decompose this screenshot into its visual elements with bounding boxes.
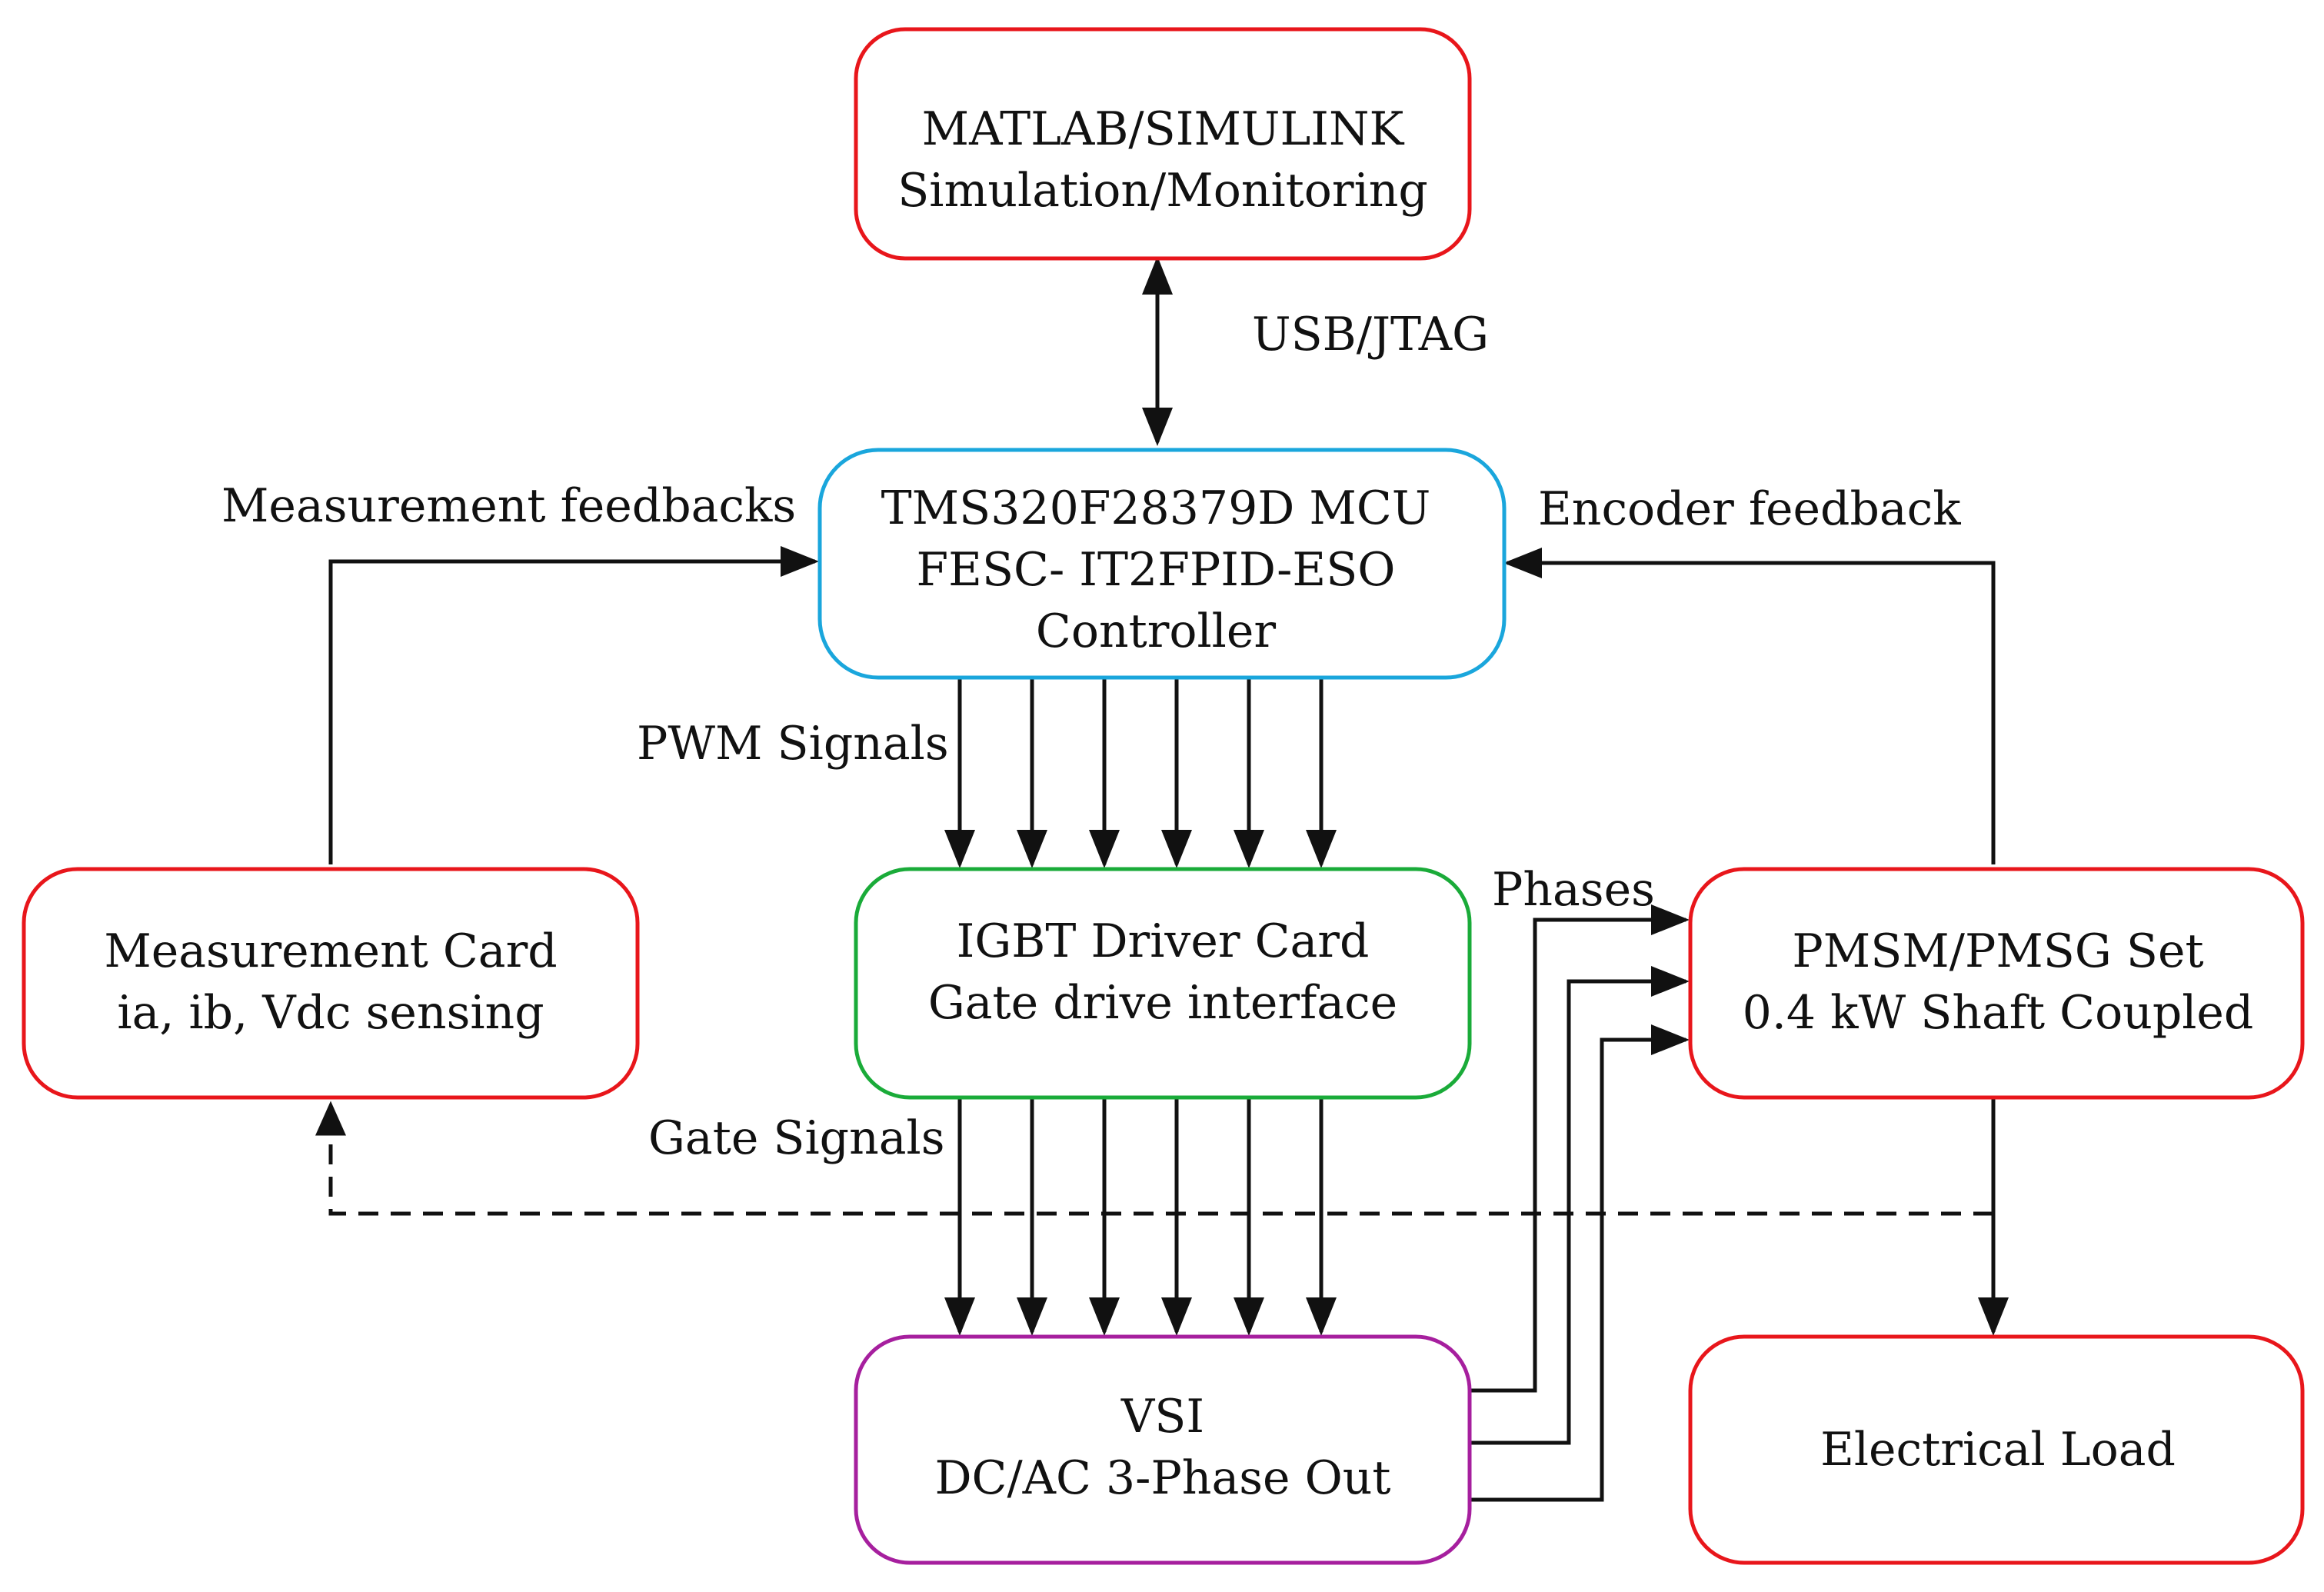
- encoder-feedback-link: [1503, 548, 1996, 864]
- load-line-1: Electrical Load: [1820, 1423, 2176, 1477]
- vsi-line-2: DC/AC 3-Phase Out: [934, 1451, 1390, 1505]
- pmsm-line-1: PMSM/PMSG Set: [1792, 924, 2203, 978]
- mcu-line-3: Controller: [1036, 604, 1276, 658]
- igbt-line-1: IGBT Driver Card: [957, 914, 1370, 968]
- gate-signal-lines: [944, 1096, 1337, 1336]
- pwm-signals-label: PWM Signals: [637, 717, 949, 771]
- measurement-line-1: Measurement Card: [104, 924, 557, 978]
- measurement-line-2: ia, ib, Vdc sensing: [117, 986, 544, 1040]
- matlab-simulink-block: MATLAB/SIMULINK Simulation/Monitoring: [854, 27, 1472, 261]
- measurement-card-block: Measurement Card ia, ib, Vdc sensing: [22, 867, 640, 1100]
- measurement-feedback-link: [328, 546, 819, 864]
- mcu-controller-block: TMS320F28379D MCU FESC- IT2FPID-ESO Cont…: [817, 448, 1507, 680]
- gate-signals-label: Gate Signals: [648, 1111, 945, 1165]
- mcu-line-2: FESC- IT2FPID-ESO: [917, 543, 1396, 597]
- pwm-signal-lines: [944, 677, 1337, 868]
- phases-label: Phases: [1492, 863, 1655, 917]
- vsi-line-1: VSI: [1120, 1390, 1204, 1444]
- igbt-driver-block: IGBT Driver Card Gate drive interface: [854, 867, 1472, 1100]
- phase-lines: [1469, 904, 1690, 1502]
- electrical-load-block: Electrical Load: [1688, 1334, 2305, 1565]
- matlab-line-2: Simulation/Monitoring: [897, 164, 1428, 218]
- igbt-line-2: Gate drive interface: [928, 976, 1397, 1030]
- measurement-feedbacks-label: Measurement feedbacks: [221, 479, 796, 533]
- encoder-feedback-label: Encoder feedback: [1538, 482, 1961, 536]
- sensing-dashed-link: [315, 1101, 1993, 1216]
- usb-jtag-label: USB/JTAG: [1252, 308, 1489, 361]
- vsi-block: VSI DC/AC 3-Phase Out: [854, 1334, 1472, 1565]
- pmsm-pmsg-block: PMSM/PMSG Set 0.4 kW Shaft Coupled: [1688, 867, 2305, 1100]
- mcu-line-1: TMS320F28379D MCU: [881, 481, 1431, 535]
- pmsm-line-2: 0.4 kW Shaft Coupled: [1743, 986, 2254, 1040]
- matlab-line-1: MATLAB/SIMULINK: [922, 102, 1405, 156]
